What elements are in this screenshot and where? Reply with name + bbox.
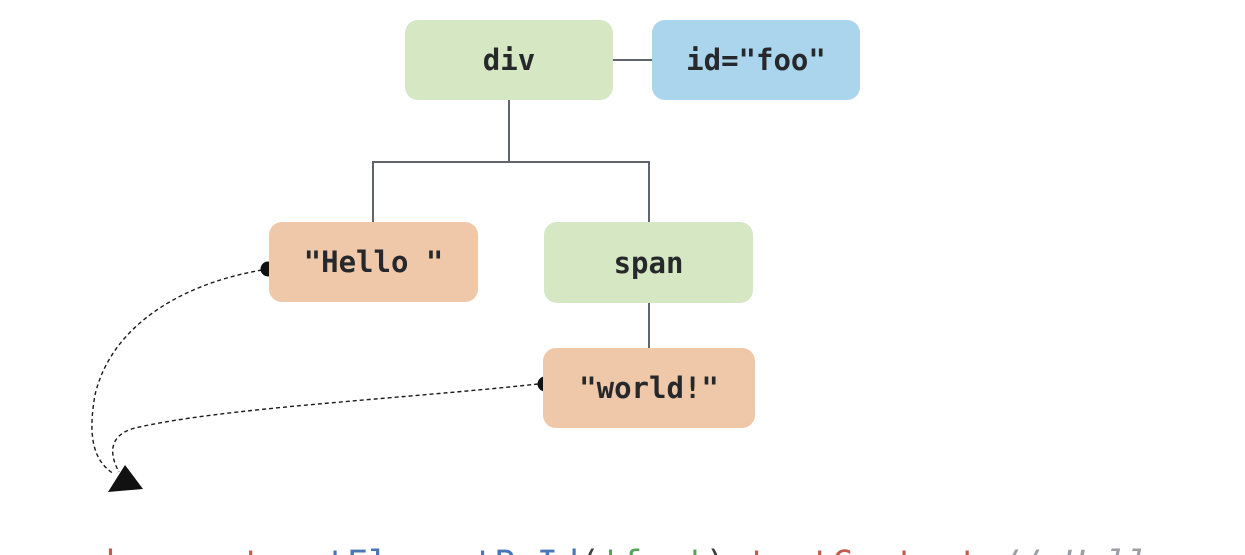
arrowhead-icon bbox=[108, 465, 143, 492]
node-id-attribute-label: id="foo" bbox=[686, 43, 826, 77]
node-text-world: "world!" bbox=[543, 348, 755, 428]
node-span-label: span bbox=[613, 245, 684, 280]
code-token-comment: // Hello world! bbox=[979, 544, 1245, 555]
code-token-dot: . bbox=[263, 544, 284, 555]
code-token-object: document bbox=[94, 544, 263, 555]
node-text-hello-label: "Hello " bbox=[303, 245, 444, 279]
code-token-open-paren: ( bbox=[579, 544, 600, 555]
node-id-attribute: id="foo" bbox=[652, 20, 860, 100]
code-token-method: getElementById bbox=[284, 544, 579, 555]
node-div-label: div bbox=[482, 43, 536, 77]
code-token-close-paren: ) bbox=[705, 544, 726, 555]
node-span-element: span bbox=[544, 222, 753, 303]
node-text-hello: "Hello " bbox=[269, 222, 478, 302]
code-token-dot2: . bbox=[726, 544, 747, 555]
code-token-string: 'foo' bbox=[600, 544, 705, 555]
arrow-curve-hello bbox=[91, 269, 263, 475]
arrow-curve-world bbox=[112, 383, 539, 473]
code-line: document.getElementById('foo').textConte… bbox=[10, 496, 1245, 555]
code-token-property: textContent bbox=[748, 544, 980, 555]
node-div-element: div bbox=[405, 20, 613, 100]
node-text-world-label: "world!" bbox=[579, 371, 719, 405]
